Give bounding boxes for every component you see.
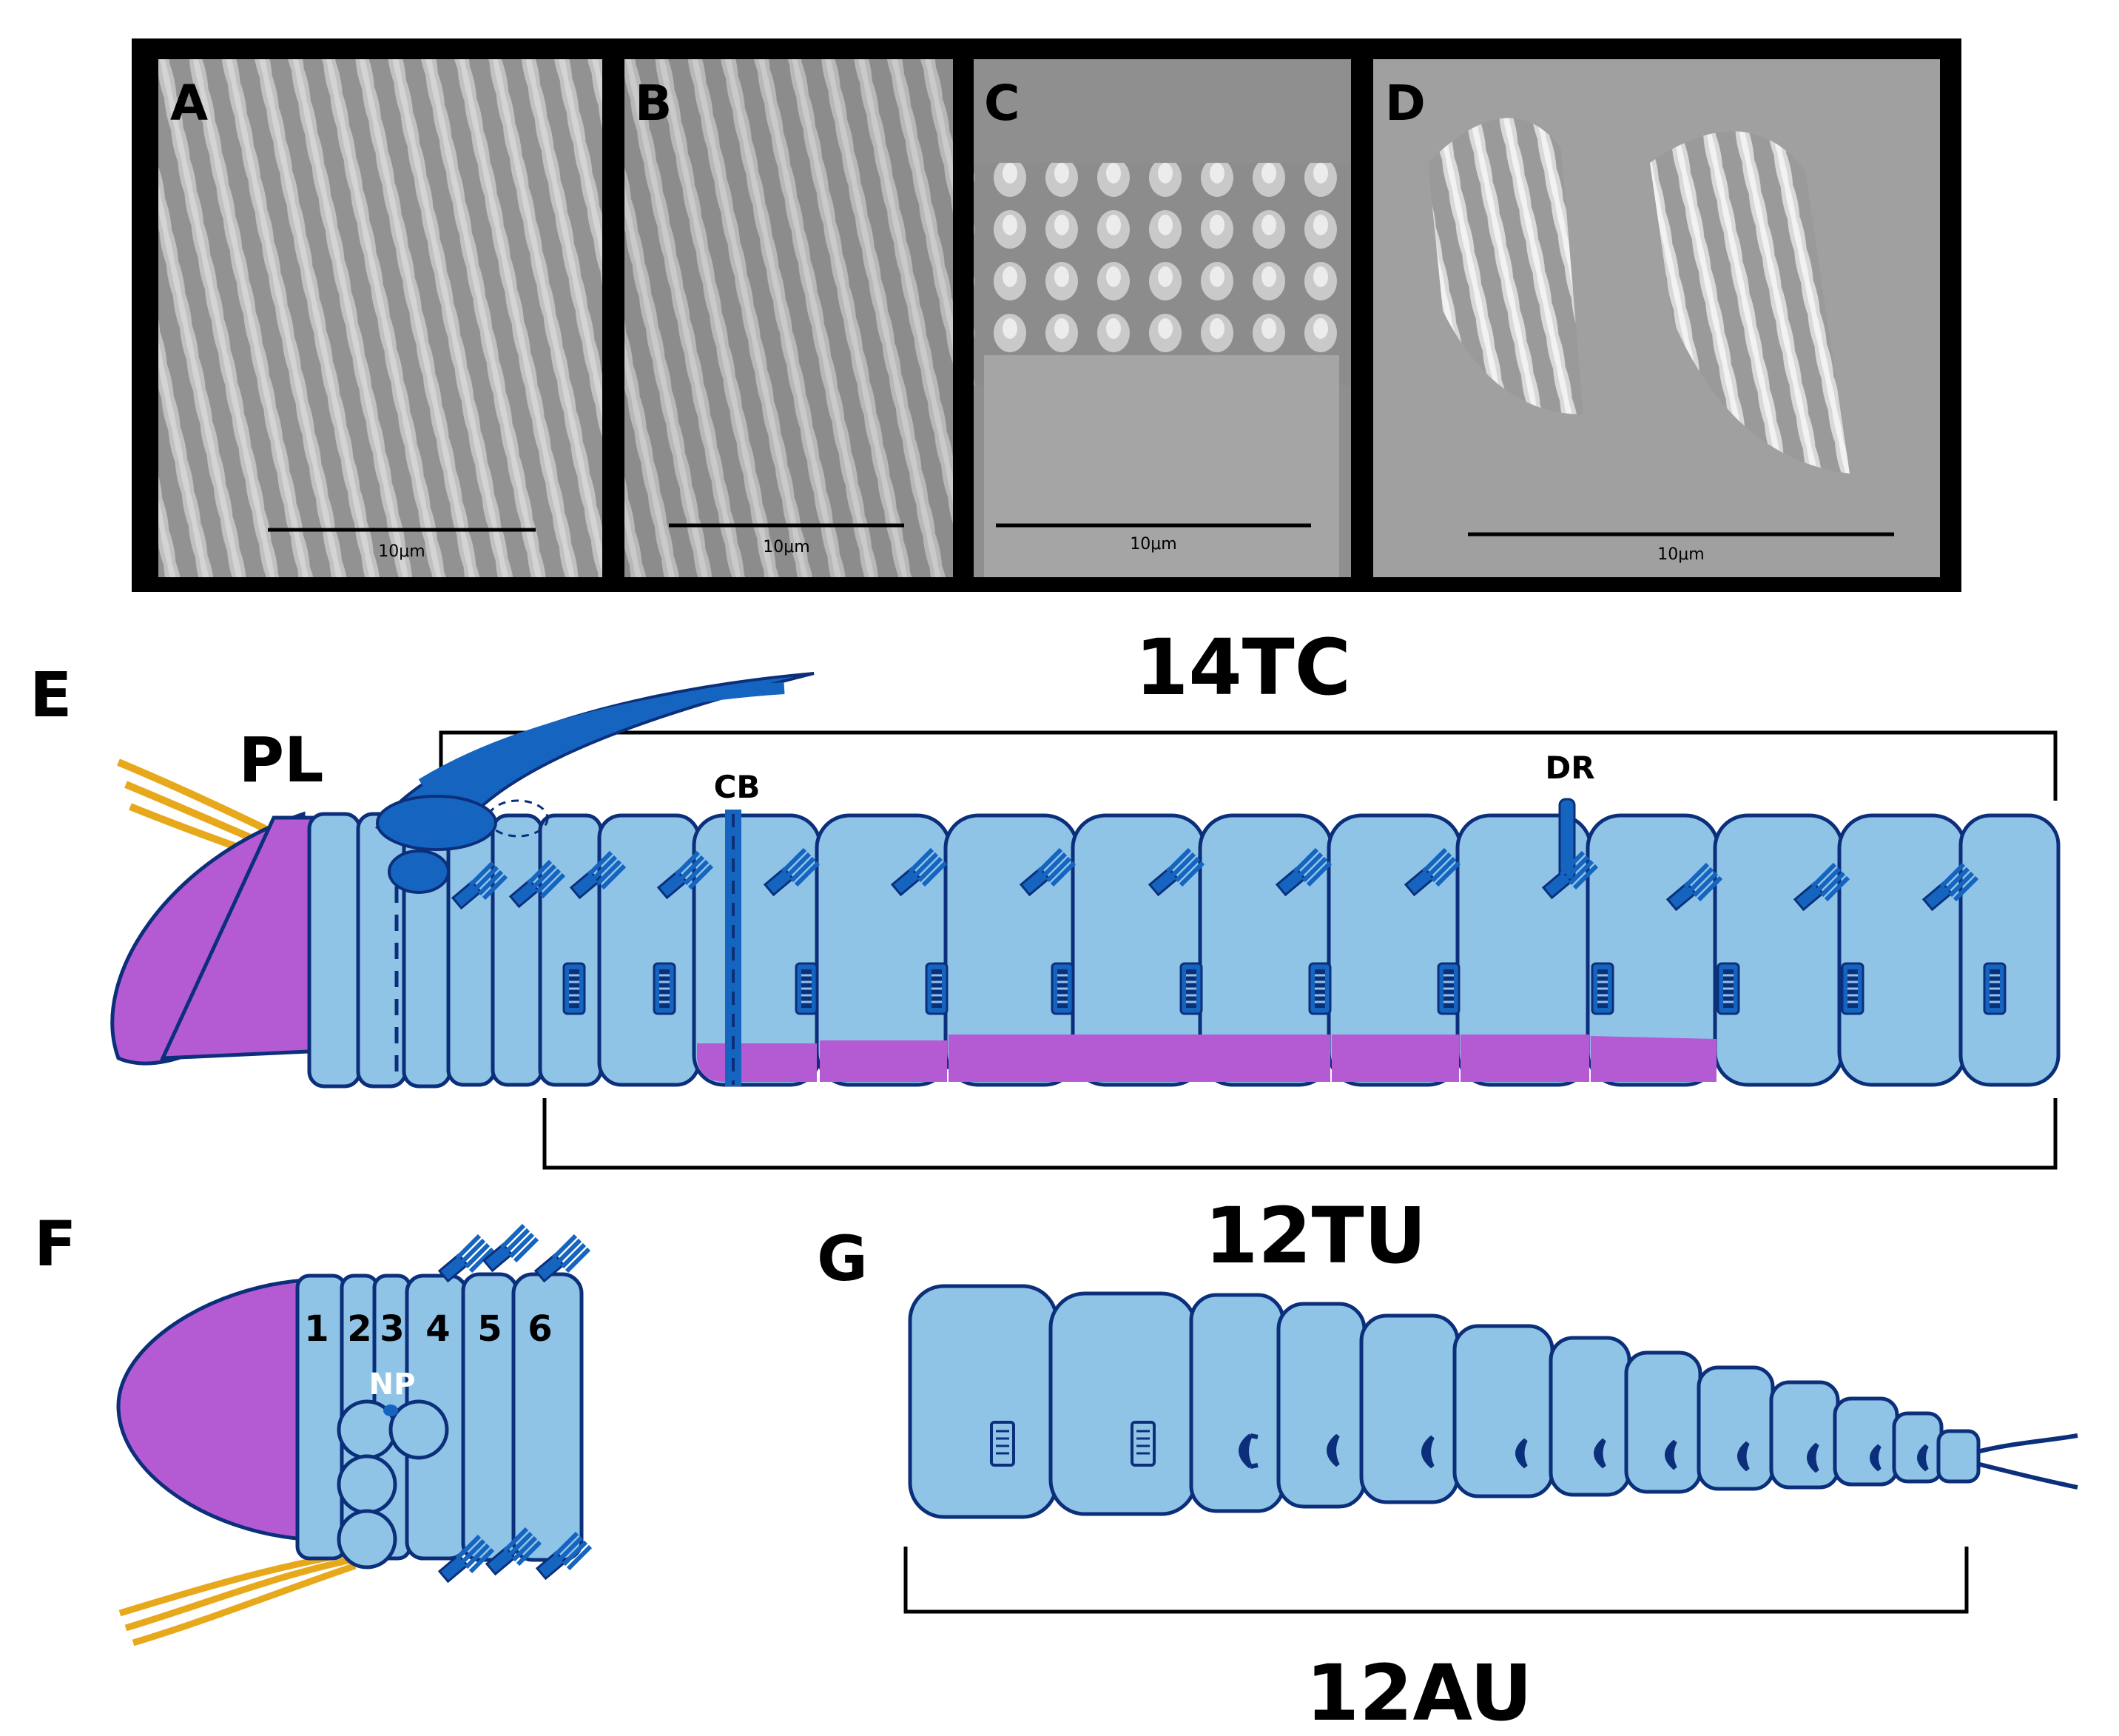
- micrograph-b: B 10μm: [624, 59, 953, 577]
- marker-np-label: NP: [369, 1367, 416, 1402]
- bracket-12au: [903, 1547, 1969, 1614]
- head-f: [116, 1278, 307, 1541]
- segment-number-4: 4: [425, 1308, 450, 1350]
- micrograph-c: C 10μm: [974, 59, 1351, 577]
- panel-label-e: E: [30, 659, 72, 731]
- segment-number-6: 6: [528, 1308, 552, 1350]
- micrograph-a: A 10μm: [158, 59, 602, 577]
- panel-label-c: C: [984, 75, 1020, 132]
- g-gills: [990, 1421, 1156, 1467]
- marker-cb: CB: [714, 769, 761, 1086]
- panel-label-f: F: [34, 1208, 76, 1280]
- panel-g: G: [817, 1222, 2078, 1736]
- panel-label-a: A: [170, 75, 208, 132]
- ventral-bands: [697, 1034, 1717, 1082]
- micrograph-strip: A 10μm B 10μm C 10μm D 10μ: [132, 38, 1961, 592]
- segment-number-2: 2: [347, 1308, 371, 1350]
- panel-f: F 1 2 3 4 5 6 NP: [34, 1208, 590, 1646]
- segment-number-3: 3: [380, 1308, 404, 1350]
- bracket-label-12au: 12AU: [1306, 1648, 1532, 1736]
- marker-cb-label: CB: [714, 769, 761, 805]
- bracket-label-12tu: 12TU: [1205, 1191, 1426, 1281]
- scale-label-d: 10μm: [1657, 545, 1704, 564]
- marker-dr-label: DR: [1545, 750, 1594, 786]
- bracket-14tc: [439, 730, 2058, 801]
- bracket-12tu: [542, 1098, 2058, 1170]
- segment-number-5: 5: [477, 1308, 502, 1350]
- micrograph-d: D 10μm: [1373, 59, 1940, 577]
- head-label-pl: PL: [238, 724, 323, 796]
- marker-dr: DR: [1545, 750, 1595, 882]
- scale-label-b: 10μm: [763, 538, 809, 556]
- scale-label-c: 10μm: [1130, 535, 1176, 554]
- panel-label-b: B: [635, 75, 672, 132]
- panel-e: E 14TC PL: [30, 622, 2061, 1281]
- scale-label-a: 10μm: [378, 542, 425, 561]
- dorsal-plume: [375, 672, 815, 851]
- g-hooks: [1239, 1433, 1929, 1473]
- panel-label-d: D: [1385, 75, 1426, 132]
- segment-number-1: 1: [304, 1308, 329, 1350]
- panel-label-g: G: [817, 1222, 868, 1295]
- bracket-label-14tc: 14TC: [1135, 622, 1351, 713]
